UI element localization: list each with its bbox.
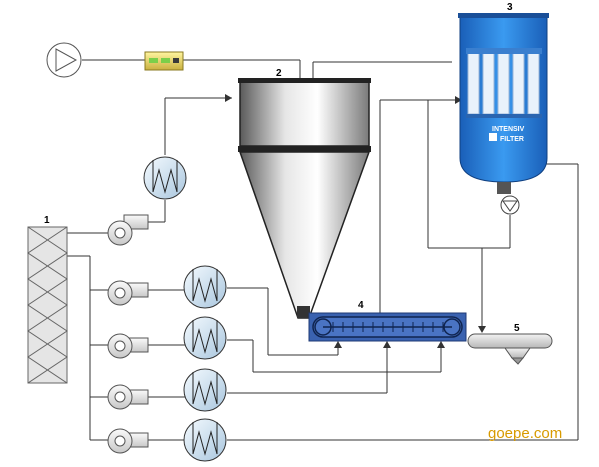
feed-pump [46, 42, 82, 78]
heat-exchanger-5 [183, 418, 227, 462]
arrowheads [225, 94, 545, 348]
blower-fan-4 [107, 384, 149, 410]
watermark-text: goepe.com [488, 425, 562, 442]
heat-exchanger-4 [183, 368, 227, 412]
blower-fan-5 [107, 428, 149, 454]
label-2: 2 [276, 68, 282, 79]
belt-conveyor [467, 333, 553, 365]
feed-silo [27, 226, 68, 384]
label-5: 5 [514, 323, 520, 334]
label-4: 4 [358, 300, 364, 311]
rotary-valve [500, 195, 520, 215]
pump-arrow-icon [55, 48, 78, 72]
spray-dryer-tower [238, 78, 371, 319]
heat-exchanger-3 [183, 316, 227, 360]
filter-logo-icon [489, 133, 497, 141]
blower-fan-3 [107, 333, 149, 359]
label-1: 1 [44, 215, 50, 226]
blower-fan-1 [107, 214, 149, 246]
filter-logo-line2: FILTER [500, 136, 524, 143]
vibrating-fluid-bed [308, 312, 467, 342]
heat-exchanger-1 [143, 156, 187, 200]
filter-logo-line1: INTENSIV [492, 126, 525, 133]
pipe-lines [67, 59, 579, 441]
label-3: 3 [507, 2, 513, 13]
bag-filter: INTENSIV FILTER [458, 13, 549, 194]
heat-exchanger-2 [183, 265, 227, 309]
control-unit [144, 51, 184, 71]
blower-fan-2 [107, 280, 149, 306]
